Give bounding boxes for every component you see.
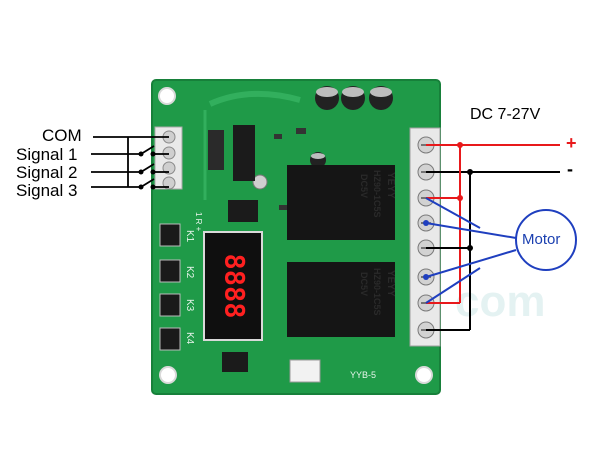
- board-model-label: YYB-5: [350, 370, 376, 380]
- com-label: COM: [42, 126, 82, 145]
- signal-wiring: [91, 136, 169, 188]
- key-label-k3: K3: [184, 299, 195, 312]
- mounting-hole: [158, 87, 176, 105]
- relay-1-voltage: DC5V: [359, 174, 369, 198]
- key-label-k2: K2: [184, 266, 195, 279]
- relay-2-voltage: DC5V: [359, 272, 369, 296]
- positive-label: +: [566, 133, 577, 153]
- negative-junctions: [467, 169, 473, 251]
- relay-2-model: HZ90-1C5S: [372, 268, 382, 316]
- key-label-k4: K4: [184, 332, 195, 345]
- power-supply-label: DC 7-27V: [470, 106, 541, 123]
- negative-label: -: [567, 159, 573, 179]
- led-display-digits: 8888: [219, 253, 250, 318]
- positive-junctions: [457, 142, 463, 201]
- motor-symbol: [515, 209, 577, 271]
- key-label-k1: K1: [184, 230, 195, 243]
- mounting-hole: [159, 366, 177, 384]
- relay-2-brand: YEYY: [385, 270, 396, 297]
- relay-board: 1 R + K1 K2 K3 K4 8888 YEYY HZ90-1C5S DC…: [151, 79, 441, 395]
- signal-3-label: Signal 3: [16, 181, 78, 200]
- ic-chip: [228, 200, 258, 222]
- resistor-array: [208, 130, 224, 170]
- ic-chip: [233, 125, 255, 181]
- relay-1: YEYY HZ90-1C5S DC5V: [287, 165, 396, 240]
- capacitors: [252, 86, 393, 190]
- power-wiring: [426, 144, 560, 331]
- key-buttons: K1 K2 K3 K4: [159, 223, 195, 351]
- signal-switch-contacts: [138, 151, 156, 190]
- signal-1-label: Signal 1: [16, 145, 78, 164]
- motor-junctions: [423, 220, 429, 280]
- relay-2: YEYY HZ90-1C5S DC5V: [287, 262, 396, 337]
- mounting-hole: [415, 366, 433, 384]
- silk-label-small: 1 R +: [194, 212, 203, 232]
- relay-1-brand: YEYY: [385, 172, 396, 199]
- output-terminal-block: [409, 127, 441, 347]
- ic-chip: [222, 352, 248, 372]
- led-display: 8888: [203, 231, 263, 341]
- motor-label: Motor: [522, 231, 561, 248]
- motor-wiring: [425, 197, 517, 304]
- signal-2-label: Signal 2: [16, 163, 78, 182]
- relay-1-model: HZ90-1C5S: [372, 170, 382, 218]
- connector: [289, 359, 321, 383]
- watermark-text: com: [455, 277, 545, 326]
